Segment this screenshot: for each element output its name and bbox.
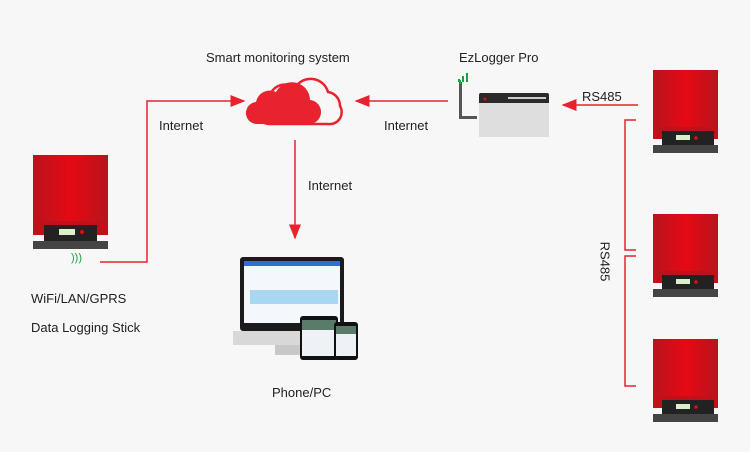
rs485-label-horizontal: RS485 (582, 89, 622, 104)
cloud-icon (245, 77, 343, 126)
logger-label: EzLogger Pro (459, 50, 539, 65)
inverter-right-2 (653, 214, 718, 297)
connectors (100, 95, 638, 387)
internet-label-right: Internet (384, 118, 429, 133)
stick-to-cloud-line (100, 95, 246, 263)
ezlogger-device (458, 73, 549, 137)
signal-icon (458, 73, 468, 82)
rs485-bus-2 (624, 255, 636, 387)
devices-label: Phone/PC (272, 385, 332, 400)
stick-label-line2: Data Logging Stick (31, 320, 141, 335)
internet-label-down: Internet (308, 178, 353, 193)
inverter-left: ))) (33, 155, 108, 264)
internet-label-left: Internet (159, 118, 204, 133)
cloud-label: Smart monitoring system (206, 50, 350, 65)
stick-label-line1: WiFi/LAN/GPRS (31, 291, 127, 306)
rs485-bus-1 (624, 119, 636, 251)
inverter-right-3 (653, 339, 718, 422)
inverter-right-1 (653, 70, 718, 153)
phone-pc-devices (233, 257, 358, 360)
wifi-icon: ))) (71, 252, 82, 264)
rs485-label-vertical: RS485 (597, 241, 613, 282)
